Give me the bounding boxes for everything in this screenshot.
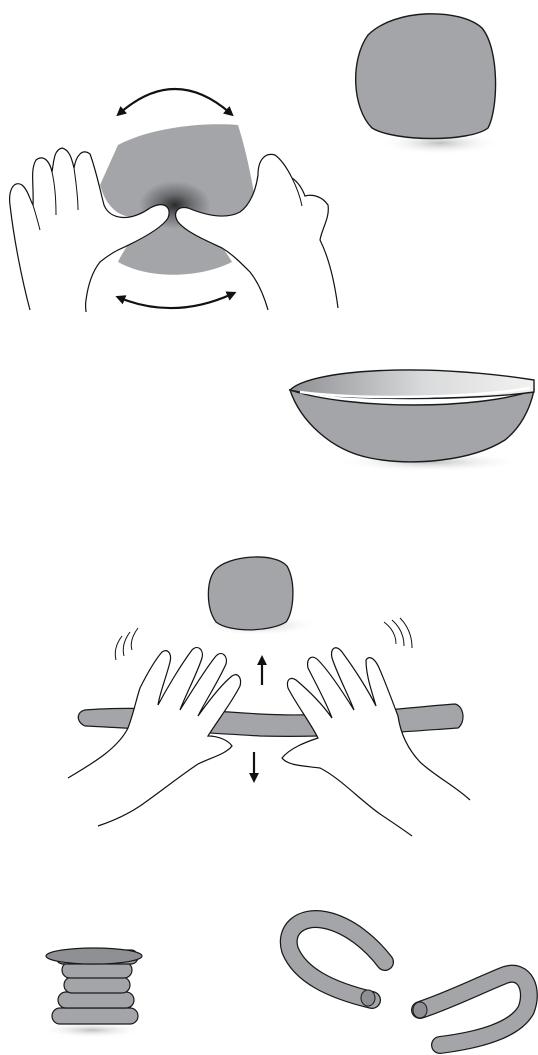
panel-pinch-pot xyxy=(10,14,500,312)
rotate-arrow-icon xyxy=(120,294,232,308)
rolling-hands-icon xyxy=(282,648,470,836)
panel-rolling-coil xyxy=(68,557,470,836)
rotate-arrow-icon xyxy=(120,89,230,113)
rolling-hands-icon xyxy=(68,648,241,826)
coil-stack-icon xyxy=(40,948,144,1038)
u-coil-icon xyxy=(413,974,529,1045)
u-coil-icon xyxy=(289,919,385,1006)
bowl-icon xyxy=(290,370,534,472)
clay-ball-icon xyxy=(198,557,318,636)
clay-ball-icon xyxy=(356,14,500,155)
